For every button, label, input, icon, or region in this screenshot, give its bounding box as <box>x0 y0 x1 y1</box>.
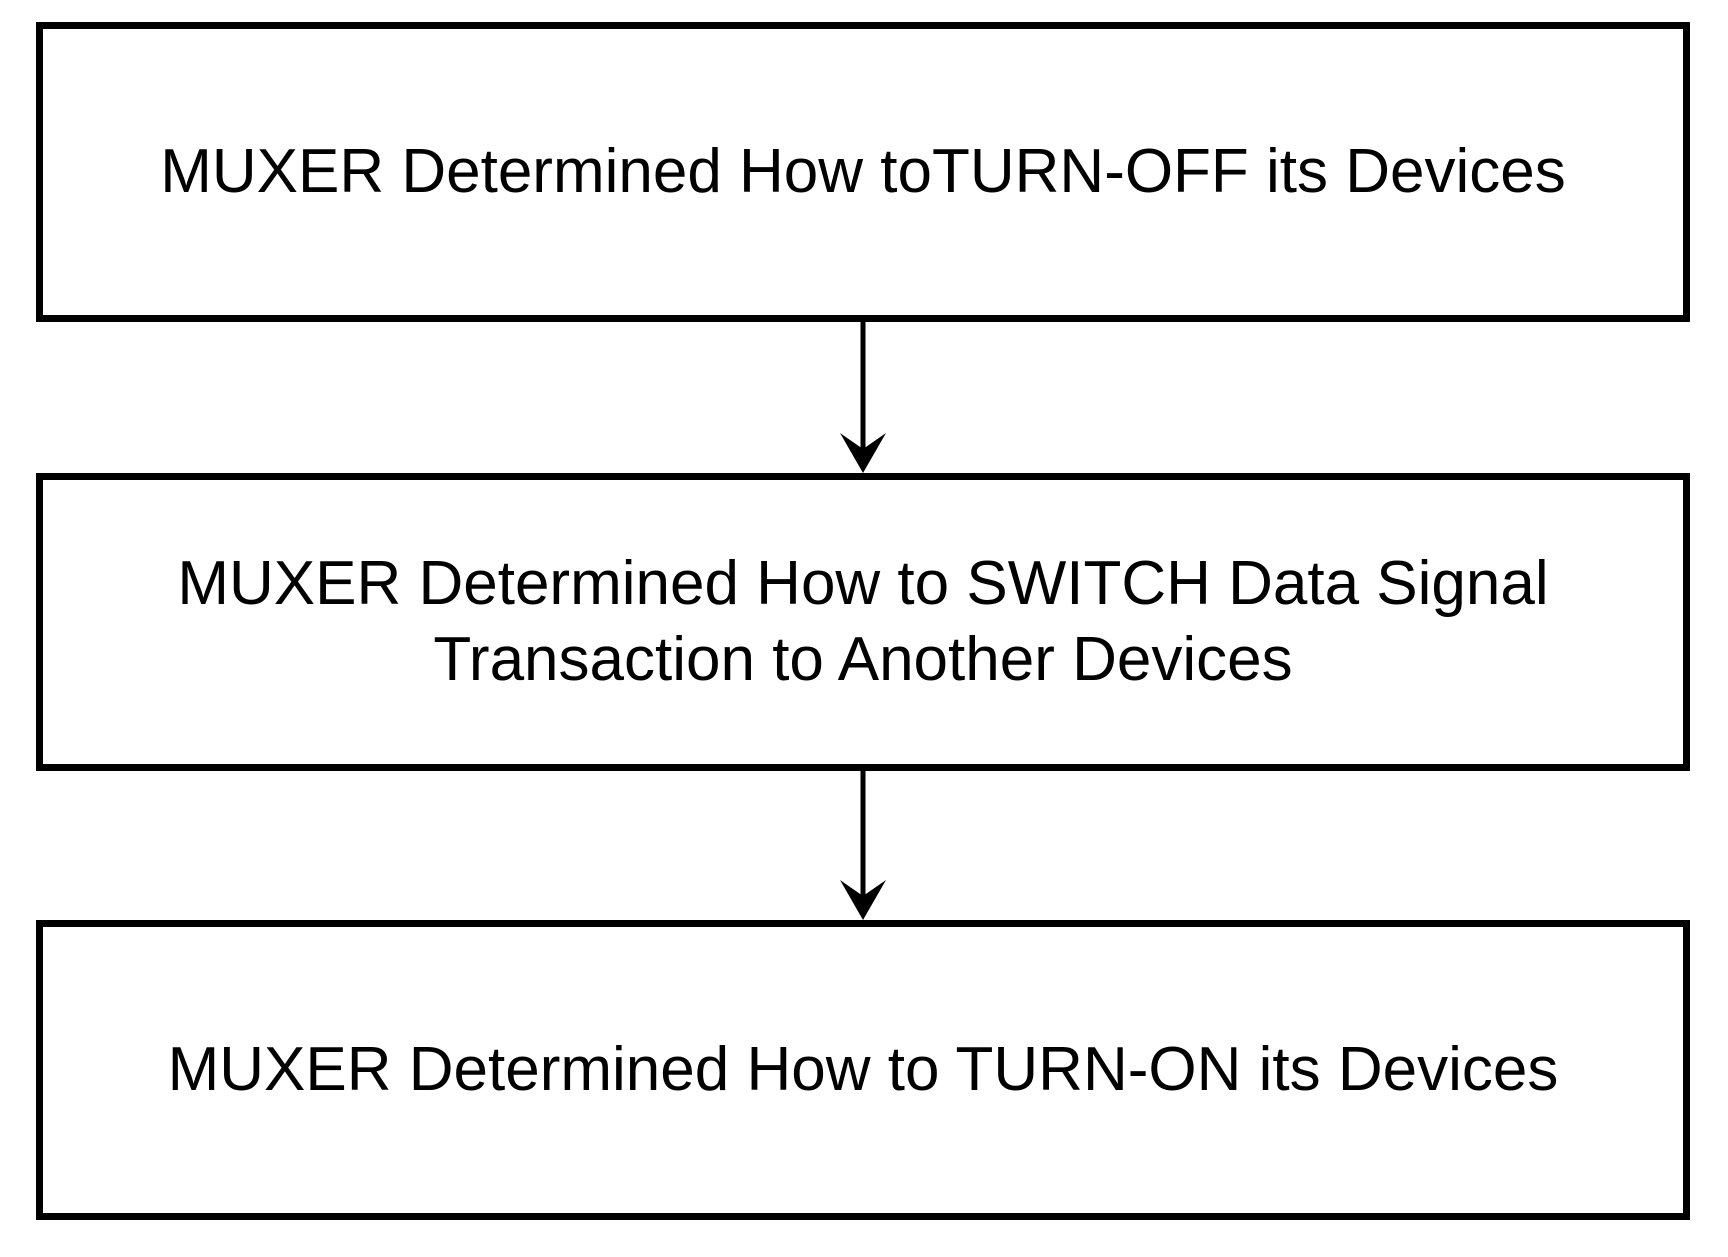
flow-connector-2 <box>840 771 886 920</box>
flow-box-turn-off: MUXER Determined How toTURN-OFF its Devi… <box>36 22 1690 322</box>
arrow-down-icon <box>840 880 886 920</box>
arrow-down-icon <box>840 433 886 473</box>
flow-box-turn-on: MUXER Determined How to TURN-ON its Devi… <box>36 920 1690 1220</box>
flow-box-switch-label: MUXER Determined How to SWITCH Data Sign… <box>177 549 1549 694</box>
flow-box-turn-off-label: MUXER Determined How toTURN-OFF its Devi… <box>160 137 1566 207</box>
flow-box-switch: MUXER Determined How to SWITCH Data Sign… <box>36 473 1690 771</box>
flow-connector-1 <box>840 322 886 473</box>
flow-box-turn-on-label: MUXER Determined How to TURN-ON its Devi… <box>167 1035 1559 1105</box>
